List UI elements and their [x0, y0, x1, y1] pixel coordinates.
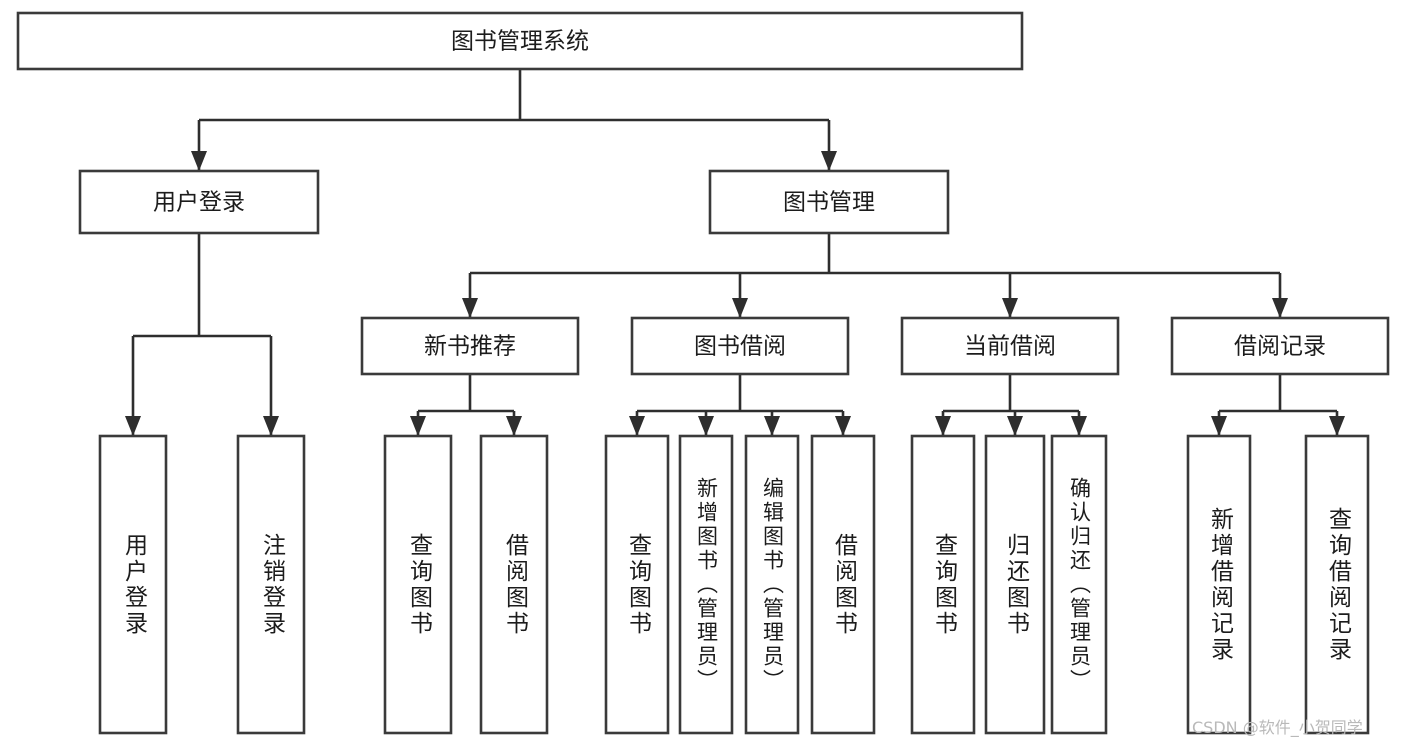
node-box-leaf-add-book-admin[interactable] [678, 434, 734, 735]
node-label-borrow-record: 借阅记录 [1234, 334, 1326, 360]
book-borrow-arrow-3 [835, 416, 851, 436]
current-borrow-arrow-0 [935, 416, 951, 436]
node-box-leaf-confirm-return-admin[interactable] [1050, 434, 1108, 735]
node-label-book-management: 图书管理 [783, 190, 875, 216]
root-arrow-0 [191, 151, 207, 171]
book-management-arrow-0 [462, 298, 478, 318]
book-management-arrow-2 [1002, 298, 1018, 318]
boxes-layer [16, 11, 1390, 735]
book-borrow-arrow-1 [698, 416, 714, 436]
node-box-leaf-query-borrow-record[interactable] [1304, 434, 1370, 735]
node-label-user-login: 用户登录 [153, 190, 245, 216]
node-box-leaf-edit-book-admin[interactable] [744, 434, 800, 735]
node-box-leaf-query-book-1[interactable] [383, 434, 453, 735]
borrow-record-arrow-0 [1211, 416, 1227, 436]
book-management-arrow-3 [1272, 298, 1288, 318]
node-box-leaf-return-book[interactable] [984, 434, 1046, 735]
connectors-layer [125, 69, 1345, 436]
node-box-leaf-query-book-2[interactable] [604, 434, 670, 735]
node-box-current-borrow[interactable] [900, 316, 1120, 376]
node-box-user-login[interactable] [78, 169, 320, 235]
node-box-book-borrow[interactable] [630, 316, 850, 376]
new-book-recommend-arrow-0 [410, 416, 426, 436]
node-box-new-book-recommend[interactable] [360, 316, 580, 376]
node-label-current-borrow: 当前借阅 [964, 334, 1056, 360]
new-book-recommend-arrow-1 [506, 416, 522, 436]
node-box-leaf-borrow-book-1[interactable] [479, 434, 549, 735]
current-borrow-arrow-2 [1071, 416, 1087, 436]
node-label-root: 图书管理系统 [451, 29, 589, 55]
root-arrow-1 [821, 151, 837, 171]
node-box-leaf-borrow-book-2[interactable] [810, 434, 876, 735]
borrow-record-arrow-1 [1329, 416, 1345, 436]
user-login-arrow-1 [263, 416, 279, 436]
node-box-leaf-add-borrow-record[interactable] [1186, 434, 1252, 735]
node-box-book-management[interactable] [708, 169, 950, 235]
node-box-borrow-record[interactable] [1170, 316, 1390, 376]
book-management-arrow-1 [732, 298, 748, 318]
book-borrow-arrow-2 [764, 416, 780, 436]
node-box-leaf-logout[interactable] [236, 434, 306, 735]
node-box-root[interactable] [16, 11, 1024, 71]
book-borrow-arrow-0 [629, 416, 645, 436]
node-box-leaf-query-book-3[interactable] [910, 434, 976, 735]
node-label-book-borrow: 图书借阅 [694, 334, 786, 360]
user-login-arrow-0 [125, 416, 141, 436]
current-borrow-arrow-1 [1007, 416, 1023, 436]
node-box-leaf-user-login[interactable] [98, 434, 168, 735]
csdn-watermark: CSDN @软件_小贺同学 [1192, 718, 1363, 737]
node-label-new-book-recommend: 新书推荐 [424, 334, 516, 360]
